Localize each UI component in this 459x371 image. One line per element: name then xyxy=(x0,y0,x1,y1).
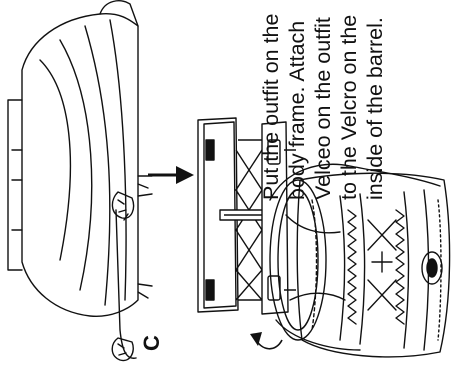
instruction-line: to the Velcro on the xyxy=(336,5,362,200)
instruction-line: body frame. Attach xyxy=(284,5,310,200)
rotate-arrow-icon xyxy=(250,332,282,349)
outfit-robe-icon xyxy=(8,1,152,361)
arrow-right-icon xyxy=(148,166,194,184)
instruction-line: Put the outfit on the xyxy=(258,5,284,200)
instruction-line: inside of the barrel. xyxy=(362,5,388,200)
instruction-text: Put the outfit on the body frame. Attach… xyxy=(258,5,390,200)
step-letter: C xyxy=(139,331,165,355)
instruction-line: Velceo on the outfit xyxy=(310,5,336,200)
